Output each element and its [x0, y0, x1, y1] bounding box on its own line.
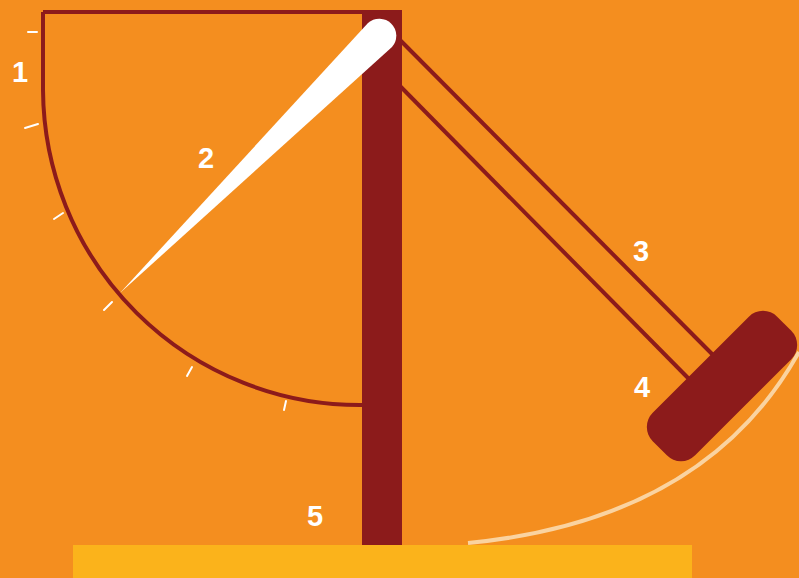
callout-number: 5 [307, 502, 323, 531]
pointer [120, 19, 396, 293]
callout-number: 4 [634, 373, 650, 402]
callout-number: 3 [633, 237, 649, 266]
base [73, 545, 692, 578]
callout-number: 1 [12, 58, 28, 87]
callout-number: 2 [198, 144, 214, 173]
pendulum-hammer [639, 303, 799, 470]
pillar [362, 10, 402, 547]
scale-ticks [25, 32, 286, 410]
pendulum-arm [398, 38, 714, 380]
